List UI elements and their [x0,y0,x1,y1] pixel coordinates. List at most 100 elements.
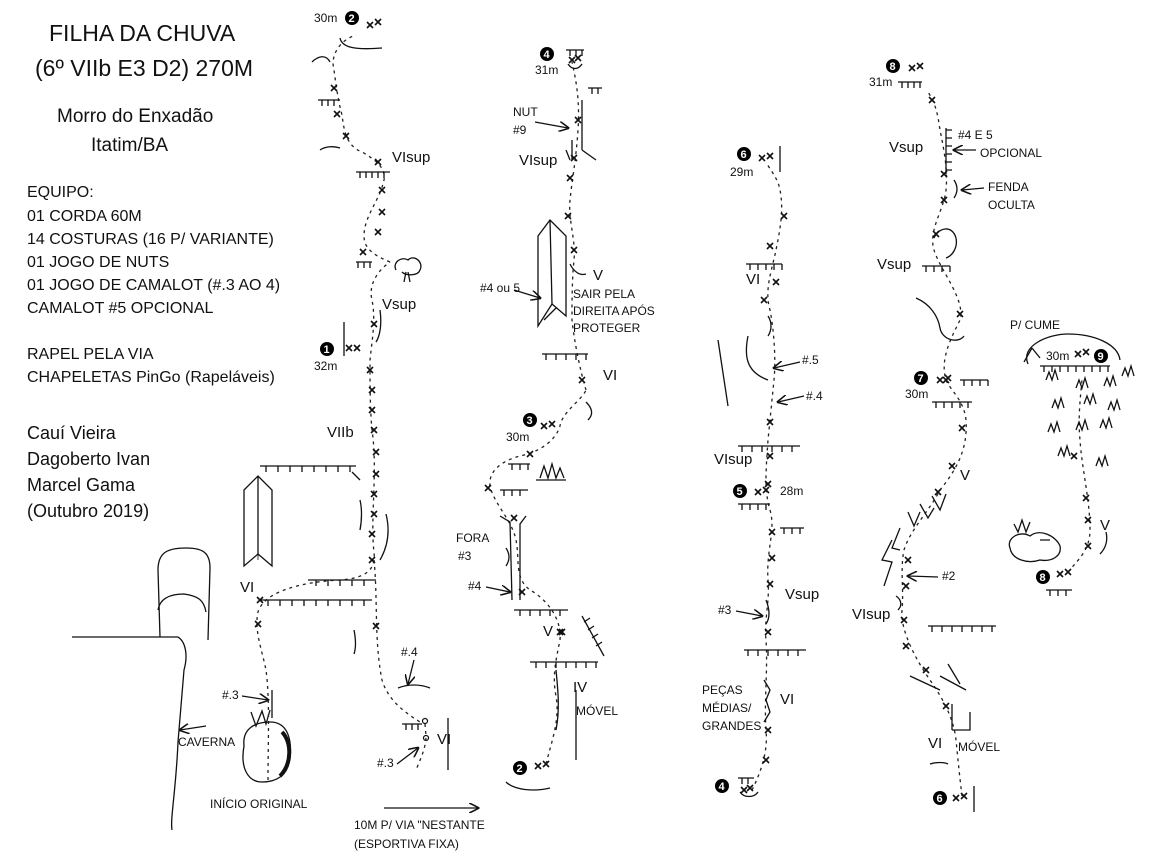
pitch-length: 30m [314,11,337,25]
topo-column-2: 2 IV MÓVEL V FORA #3 #4 3 30m VI [456,47,655,791]
cam-label: #.4 [806,389,823,403]
gear-note: GRANDES [702,719,761,733]
movable-label: MÓVEL [958,739,1000,754]
pitch-grade: VIIb [327,424,354,441]
optional-cams-label: #4 E 5 [958,128,993,142]
pitch-grade: Vsup [382,296,416,313]
cam-label: #.3 [377,756,394,770]
nestante-link: 10M P/ VIA "NESTANTE [354,818,485,832]
pitch-grade: VIsup [392,149,430,166]
gear-note: MÉDIAS/ [702,700,752,715]
pitch-grade: Vsup [785,586,819,603]
belay-station-5: 5 [733,484,747,498]
belay-station-6: 6 [933,791,947,805]
route-grade-length: (6º VIIb E3 D2) 270M [35,55,254,81]
hidden-crack-label: FENDA [988,180,1029,194]
svg-text:7: 7 [918,373,924,385]
topo-column-4: 6 VI MÓVEL VIsup #2 V 7 30m Vsup [852,59,1042,812]
svg-text:8: 8 [1040,572,1046,584]
pitch-grade: VIsup [714,451,752,468]
summit-direction-label: P/ CUME [1010,318,1060,332]
pitch-grade: V [960,467,970,484]
optional-cams-label: OPCIONAL [980,146,1042,160]
svg-text:4: 4 [544,49,551,61]
cam-label: #4 [468,579,482,593]
cam-label: #3 [718,603,732,617]
belay-station-8: 8 [1036,570,1050,584]
pitch-length: 28m [780,484,803,498]
nestante-note: (ESPORTIVA FIXA) [354,837,459,851]
out-cam-label: #3 [458,549,472,563]
svg-text:5: 5 [737,486,743,498]
pitch-grade: V [1100,517,1110,534]
pitch-grade: VIsup [852,606,890,623]
cam-label: #.3 [222,688,239,702]
original-start-label: INÍCIO ORIGINAL [210,796,308,811]
belay-station-4: 4 [715,779,729,793]
topo-column-3: 4 PEÇAS MÉDIAS/ GRANDES VI #3 Vsup 5 28m… [702,146,823,798]
author-name: Dagoberto Ivan [27,449,151,469]
nut-size-label: #9 [513,123,527,137]
equipment-item: 01 CORDA 60M [27,208,142,225]
pitch-length: 30m [905,387,928,401]
belay-station-2: 2 [513,761,527,775]
topo-column-5: 8 V P/ CUME 9 30m [1008,318,1135,596]
exit-note: DIREITA APÓS [573,303,655,318]
belay-station-7: 7 [914,371,928,385]
svg-text:9: 9 [1098,351,1104,363]
pitch-grade: V [543,623,553,640]
belay-station-1: 1 [320,342,334,356]
gear-note: PEÇAS [702,683,743,697]
svg-text:2: 2 [349,13,355,25]
pitch-grade: VI [240,579,254,596]
pitch-length: 31m [869,75,892,89]
belay-station-2: 2 [345,11,359,25]
svg-text:4: 4 [719,781,726,793]
pitch-grade: VI [437,731,451,748]
cam-label: #4 ou 5 [480,281,520,295]
route-date: (Outubro 2019) [27,501,150,521]
pitch-length: 32m [314,359,337,373]
belay-station-8: 8 [886,59,900,73]
equipment-item: 01 JOGO DE CAMALOT (#.3 AO 4) [27,277,281,294]
exit-note: PROTEGER [573,321,641,335]
pitch-grade: VI [780,691,794,708]
equipment-item: 01 JOGO DE NUTS [27,254,170,271]
belay-station-6: 6 [737,147,751,161]
cave-label: CAVERNA [178,735,235,749]
route-title: FILHA DA CHUVA [49,20,236,46]
topo-column-1: CAVERNA INÍCIO ORIGINAL #.3 VI VIIb 1 32… [72,11,485,851]
hidden-crack-label: OCULTA [988,198,1035,212]
location-city: Itatim/BA [91,135,169,156]
belay-station-9: 9 [1094,349,1108,363]
pitch-length: 29m [730,165,753,179]
pitch-grade: Vsup [889,139,923,156]
pitch-grade: VIsup [519,152,557,169]
pitch-grade: Vsup [877,256,911,273]
svg-text:3: 3 [527,415,533,427]
svg-text:6: 6 [741,149,747,161]
cam-label: #.4 [401,645,418,659]
pitch-grade: VI [928,735,942,752]
svg-text:8: 8 [890,61,896,73]
equipment-item: 14 COSTURAS (16 P/ VARIANTE) [27,231,274,248]
movable-label: MÓVEL [576,703,618,718]
svg-text:2: 2 [517,763,523,775]
bolt-info: CHAPELETAS PinGo (Rapeláveis) [27,369,275,386]
author-name: Marcel Gama [27,475,136,495]
cam-label: #.5 [802,353,819,367]
pitch-grade: VI [746,271,760,288]
belay-station-4: 4 [540,47,554,61]
equipment-item: CAMALOT #5 OPCIONAL [27,300,214,317]
nut-label: NUT [513,105,538,119]
descent-info: RAPEL PELA VIA [27,346,154,363]
pitch-length: 30m [506,430,529,444]
pitch-length: 31m [535,63,558,77]
svg-text:1: 1 [324,344,330,356]
svg-text:6: 6 [937,793,943,805]
pitch-length: 30m [1046,349,1069,363]
pitch-grade: IV [573,679,587,696]
equipment-heading: EQUIPO: [27,184,94,201]
pitch-grade: VI [603,367,617,384]
